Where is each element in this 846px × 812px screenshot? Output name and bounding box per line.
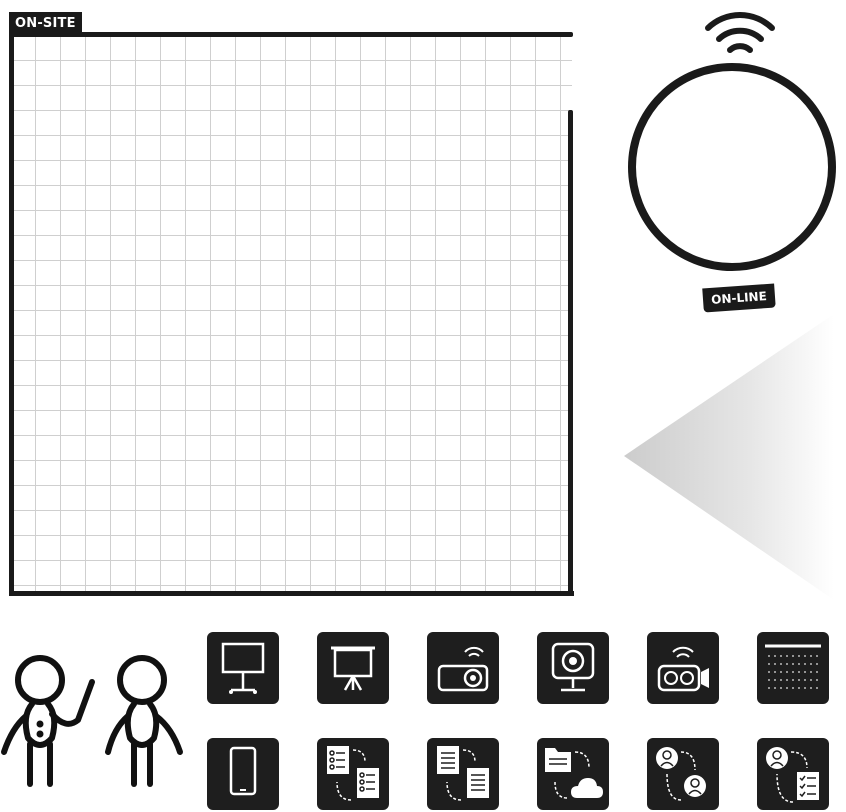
presenter-figure [4, 658, 92, 784]
listener-figure [108, 658, 180, 784]
whiteboard-stand-tile[interactable] [207, 632, 279, 704]
online-label: ON-LINE [702, 284, 775, 313]
document-exchange-tile[interactable] [427, 738, 499, 810]
ceiling-screen-tile[interactable] [757, 632, 829, 704]
person-to-person-tile[interactable] [647, 738, 719, 810]
room-floor-grid [10, 35, 572, 595]
webcam-icon [537, 632, 609, 704]
person-to-checklist-icon [757, 738, 829, 810]
projection-beam [620, 312, 846, 602]
wifi-icon [700, 8, 780, 60]
room-wall-top [10, 32, 573, 37]
onsite-label: ON-SITE [9, 12, 82, 35]
smartphone-icon [207, 738, 279, 810]
wireless-camera-tile[interactable] [647, 632, 719, 704]
room-wall-bottom [9, 591, 574, 596]
smartphone-tile[interactable] [207, 738, 279, 810]
folder-to-cloud-tile[interactable] [537, 738, 609, 810]
online-room [628, 63, 836, 271]
person-to-checklist-tile[interactable] [757, 738, 829, 810]
folder-to-cloud-icon [537, 738, 609, 810]
checklist-exchange-tile[interactable] [317, 738, 389, 810]
projection-screen-tile[interactable] [317, 632, 389, 704]
wireless-projector-icon [427, 632, 499, 704]
participants-figures [0, 652, 195, 812]
whiteboard-stand-icon [207, 632, 279, 704]
room-wall-left [9, 32, 14, 595]
webcam-tile[interactable] [537, 632, 609, 704]
projection-screen-icon [317, 632, 389, 704]
ceiling-screen-icon [757, 632, 829, 704]
document-exchange-icon [427, 738, 499, 810]
wireless-camera-icon [647, 632, 719, 704]
room-wall-right [568, 110, 573, 596]
checklist-exchange-icon [317, 738, 389, 810]
person-to-person-icon [647, 738, 719, 810]
onsite-room [10, 35, 572, 595]
wireless-projector-tile[interactable] [427, 632, 499, 704]
